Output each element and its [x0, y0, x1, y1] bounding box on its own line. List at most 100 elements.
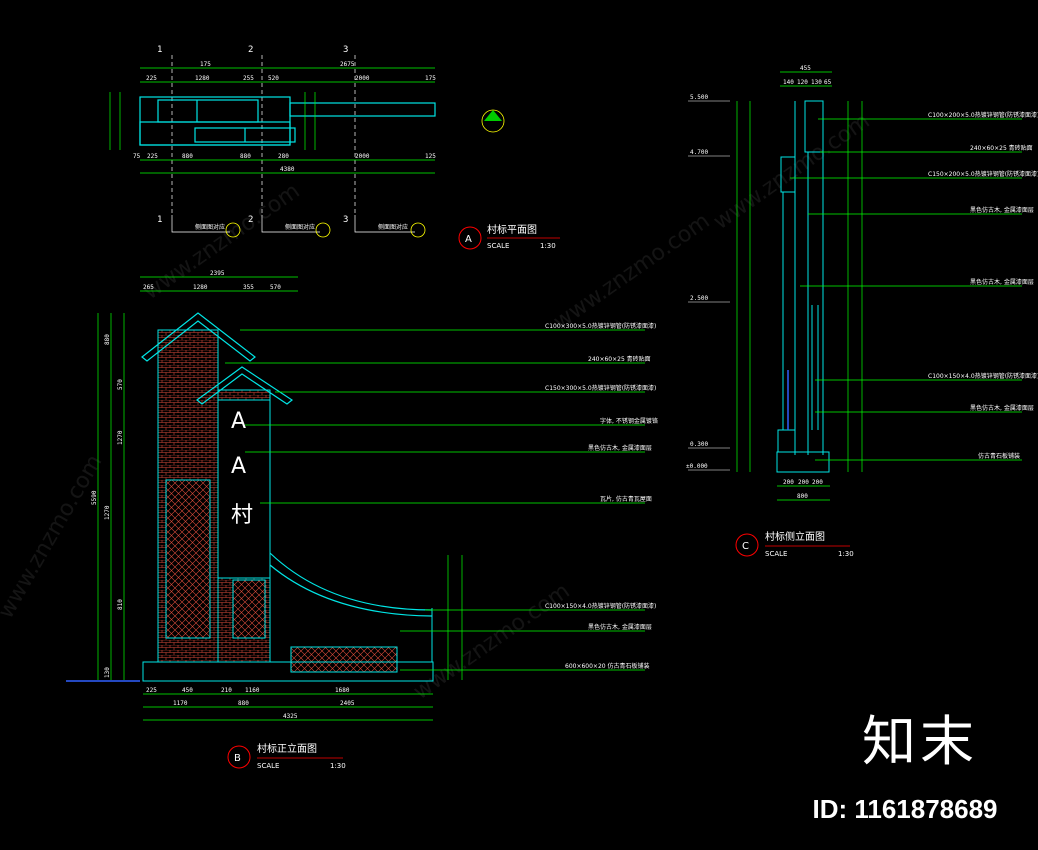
front-dim-top-1: 1280 [193, 284, 208, 291]
plan-dim-bottom-4: 280 [278, 153, 289, 160]
watermark: www.znzmo.com [409, 579, 574, 705]
front-dim-left-1: 570 [117, 379, 124, 390]
plan-dim-bottom-3: 880 [240, 153, 251, 160]
side-dim-top-1: 120 [797, 79, 808, 86]
sign-char-0: A [231, 409, 246, 434]
plan-scale-label: SCALE [487, 242, 509, 250]
front-dim-top-0: 265 [143, 284, 154, 291]
side-level-3: 0.300 [690, 441, 708, 448]
grid-label-2-bottom: 2 [248, 215, 253, 225]
sign-char-1: A [231, 454, 246, 479]
grid-label-3-bottom: 3 [343, 215, 348, 225]
plan-title-marker [458, 226, 482, 250]
side-dim-bottom-1: 200 [798, 479, 809, 486]
side-dim-top-2: 130 [811, 79, 822, 86]
front-scale-label: SCALE [257, 762, 279, 770]
side-level-4: ±0.000 [686, 463, 708, 470]
side-annotation-6: 黑色仿古木, 金属漆面层 [970, 404, 1034, 412]
grid-label-1-bottom: 1 [157, 215, 162, 225]
front-annotation-2: C150×300×5.0热镀锌钢管(防锈漆面漆) [545, 384, 656, 392]
plan-scale-value: 1:30 [540, 242, 556, 250]
side-annotation-3: 黑色仿古木, 金属漆面层 [970, 206, 1034, 214]
side-dim-bottom-total: 800 [797, 493, 808, 500]
front-dim-bottom2-0: 1170 [173, 700, 188, 707]
side-scale-label: SCALE [765, 550, 787, 558]
plan-title: 村标平面图 [487, 223, 537, 236]
front-title: 村标正立面图 [257, 742, 317, 755]
side-dim-bottom-0: 200 [783, 479, 794, 486]
front-annotation-8: 600×600×20 仿古青石板铺装 [565, 662, 650, 670]
brand-watermark: 知末 ID: 1161878689 [812, 710, 1020, 825]
front-dim-left-total: 5590 [91, 490, 98, 505]
north-arrow-icon [484, 110, 502, 121]
front-dim-bottom-2: 210 [221, 687, 232, 694]
plan-dim-top-2: 255 [243, 75, 254, 82]
plan-dim-bottom-0: 75 [133, 153, 141, 160]
front-dim-left-5: 130 [104, 667, 111, 678]
side-level-0: 5.500 [690, 94, 708, 101]
side-annotation-2: C150×200×5.0热镀锌钢管(防锈漆面漆) [928, 170, 1038, 178]
side-annotation-5: C100×150×4.0热镀锌钢管(防锈漆面漆) [928, 372, 1038, 380]
watermark: www.znzmo.com [549, 209, 714, 335]
front-dim-top-2: 355 [243, 284, 254, 291]
front-annotation-6: C100×150×4.0热镀锌钢管(防锈漆面漆) [545, 602, 656, 610]
side-level-1: 4.700 [690, 149, 708, 156]
plan-title-marker-letter: A [465, 234, 472, 245]
grid-label-2: 2 [248, 45, 253, 55]
plan-view: 1 2 3 1 2 3 175 2675 225 128 [109, 45, 560, 250]
front-dim-top-total: 2395 [210, 270, 225, 277]
side-dim-top-total: 455 [800, 65, 811, 72]
plan-dim-bottom-1: 225 [147, 153, 158, 160]
front-dim-bottom-total: 4325 [283, 713, 298, 720]
plan-elev-ref-3: 侧面图对应 [378, 223, 408, 231]
front-dim-bottom-1: 450 [182, 687, 193, 694]
plan-dim-top-1: 1280 [195, 75, 210, 82]
watermark: www.znzmo.com [0, 451, 107, 623]
side-dim-bottom-2: 200 [812, 479, 823, 486]
plan-dim-bottom-6: 125 [425, 153, 436, 160]
side-annotation-7: 仿古青石板铺装 [978, 452, 1020, 460]
plan-dim-top-0: 225 [146, 75, 157, 82]
front-dim-left-2: 1270 [117, 430, 124, 445]
watermarks: www.znzmo.com www.znzmo.com www.znzmo.co… [0, 109, 875, 705]
front-dim-bottom-0: 225 [146, 687, 157, 694]
brand-id: ID: 1161878689 [812, 794, 998, 824]
grid-label-3: 3 [343, 45, 348, 55]
plan-dim-bottom-5: 2000 [355, 153, 370, 160]
front-annotation-7: 黑色仿古木, 金属漆面层 [588, 623, 652, 631]
side-level-2: 2.500 [690, 295, 708, 302]
front-dim-left-0: 880 [104, 334, 111, 345]
side-scale-value: 1:30 [838, 550, 854, 558]
front-scale-value: 1:30 [330, 762, 346, 770]
side-title: 村标侧立面图 [765, 530, 825, 543]
plan-dim-bottom-total: 4380 [280, 166, 295, 173]
side-title-marker [735, 533, 759, 557]
plan-dim-top-3: 520 [268, 75, 279, 82]
sign-char-2: 村 [231, 503, 253, 528]
front-dim-top-3: 570 [270, 284, 281, 291]
side-elevation: 5.500 4.700 2.500 0.300 ±0.000 455 140 1… [686, 65, 1038, 558]
front-title-marker-letter: B [234, 753, 241, 764]
front-annotation-4: 黑色仿古木, 金属漆面层 [588, 444, 652, 452]
plan-dim-top-total-1: 2675 [340, 61, 355, 68]
side-annotation-4: 黑色仿古木, 金属漆面层 [970, 278, 1034, 286]
front-dim-bottom2-1: 880 [238, 700, 249, 707]
front-elevation: 2395 265 1280 355 570 5590 880 570 1270 … [66, 270, 658, 770]
front-dim-bottom-3: 1160 [245, 687, 260, 694]
side-dim-top-3: 65 [824, 79, 832, 86]
plan-elev-ref-1: 侧面图对应 [195, 223, 225, 231]
side-dim-top-0: 140 [783, 79, 794, 86]
brand-logo: 知末 [862, 710, 978, 773]
plan-elev-ref-2: 侧面图对应 [285, 223, 315, 231]
side-annotation-0: C100×200×5.0热镀锌钢管(防锈漆面漆) [928, 111, 1038, 119]
front-annotation-0: C100×300×5.0热镀锌钢管(防锈漆面漆) [545, 322, 656, 330]
side-title-marker-letter: C [742, 541, 749, 552]
front-dim-bottom-4: 1680 [335, 687, 350, 694]
front-dim-left-4: 810 [117, 599, 124, 610]
plan-dim-bottom-2: 880 [182, 153, 193, 160]
plan-dim-top-5: 175 [425, 75, 436, 82]
side-annotation-1: 240×60×25 青砖贴面 [970, 144, 1033, 152]
front-dim-left-3: 1270 [104, 505, 111, 520]
front-annotation-3: 字体, 不锈钢金属镀铬 [600, 417, 658, 425]
front-title-marker [227, 745, 251, 769]
